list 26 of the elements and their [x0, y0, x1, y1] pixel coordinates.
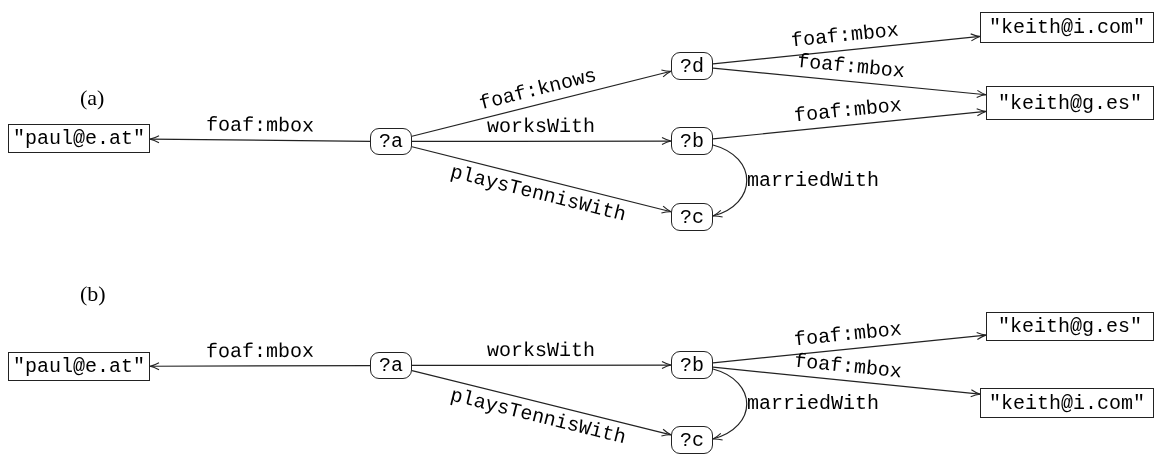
- edge-label: worksWith: [487, 341, 596, 362]
- edge-label: foaf:mbox: [205, 341, 314, 363]
- variable-node: ?b: [671, 351, 713, 379]
- literal-box: "paul@e.at": [8, 352, 150, 381]
- literal-box: "paul@e.at": [8, 124, 150, 153]
- variable-node: ?a: [370, 128, 412, 155]
- variable-node: ?c: [671, 426, 713, 454]
- variable-node: ?c: [671, 203, 713, 231]
- edge-label: foaf:mbox: [790, 20, 900, 52]
- literal-box: "keith@i.com": [980, 12, 1154, 43]
- edge-label: marriedWith: [747, 170, 880, 191]
- variable-node: ?d: [671, 52, 713, 80]
- edge-label: foaf:mbox: [796, 52, 906, 83]
- literal-box: "keith@g.es": [986, 312, 1154, 341]
- literal-box: "keith@i.com": [980, 388, 1154, 418]
- edge-label: worksWith: [487, 117, 596, 138]
- edge-label: foaf:mbox: [206, 115, 315, 137]
- panel-label: (b): [80, 281, 106, 307]
- literal-box: "keith@g.es": [986, 86, 1154, 120]
- variable-node: ?a: [370, 352, 412, 379]
- variable-node: ?b: [671, 127, 713, 155]
- edge-label: foaf:mbox: [793, 351, 903, 383]
- panel-label: (a): [80, 85, 105, 111]
- edge-label: foaf:mbox: [793, 95, 903, 127]
- edge-label: marriedWith: [747, 394, 880, 414]
- edge-label: foaf:mbox: [793, 319, 903, 351]
